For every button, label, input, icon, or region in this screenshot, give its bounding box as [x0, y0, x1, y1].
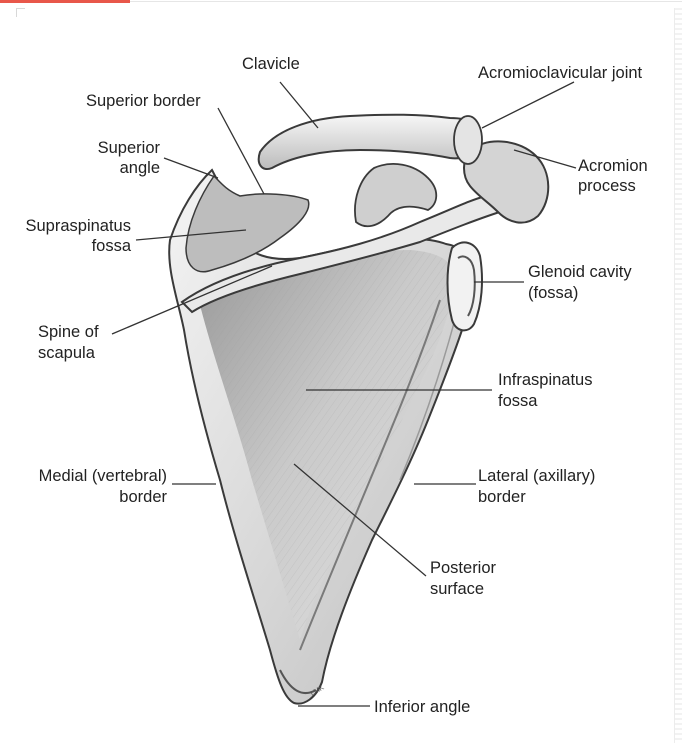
label-acromion-line1: Acromion: [578, 157, 648, 175]
fossa-hatching: [200, 250, 455, 640]
right-edge-strip: [674, 8, 682, 743]
label-supraspinatus-line1: Supraspinatus: [25, 217, 132, 235]
label-inferior-angle: Inferior angle: [374, 698, 471, 716]
inferior-angle-edge: [279, 669, 317, 695]
label-acromioclavicular-joint: Acromioclavicular joint: [478, 64, 643, 82]
label-acromion-line2: process: [578, 177, 636, 195]
label-glenoid-line2: (fossa): [528, 284, 579, 302]
glenoid-shape: [446, 241, 483, 332]
clavicle-shape: [257, 113, 480, 170]
top-rule: [130, 1, 682, 2]
label-medial-line1: Medial (vertebral): [38, 467, 167, 485]
coracoid-process: [354, 163, 438, 228]
leader-posterior: [293, 463, 427, 577]
label-clavicle: Clavicle: [242, 55, 300, 73]
label-infraspinatus-line1: Infraspinatus: [498, 371, 593, 389]
label-medial-line2: border: [119, 488, 167, 506]
label-superior-angle-line1: Superior: [97, 139, 160, 157]
leader-lines: [111, 81, 577, 707]
supraspinatus-fossa-shape: [185, 174, 310, 273]
leader-spine: [111, 265, 273, 335]
label-supraspinatus-line2: fossa: [91, 237, 131, 255]
leader-ac-joint: [481, 81, 575, 129]
ac-joint-shape: [453, 115, 483, 165]
label-posterior-line2: surface: [430, 580, 485, 598]
acromion-shape: [463, 140, 550, 224]
leader-supraspinatus: [135, 229, 247, 241]
label-infraspinatus-line2: fossa: [498, 392, 538, 410]
label-superior-border: Superior border: [86, 92, 201, 110]
label-spine-line1: Spine of: [38, 323, 99, 341]
top-accent-bar: [0, 0, 130, 3]
label-lateral-line1: Lateral (axillary): [478, 467, 596, 485]
label-spine-line2: scapula: [38, 344, 95, 362]
leader-clavicle: [279, 81, 319, 129]
corner-mark: [16, 8, 25, 17]
label-glenoid-line1: Glenoid cavity: [528, 263, 632, 281]
label-lateral-line2: border: [478, 488, 526, 506]
label-posterior-line1: Posterior: [430, 559, 497, 577]
leader-superior-angle: [163, 157, 219, 179]
glenoid-rim: [457, 255, 476, 317]
label-superior-angle-line2: angle: [119, 159, 160, 177]
leader-acromion: [513, 149, 577, 169]
lateral-ridge-line: [299, 299, 441, 651]
leader-superior-border: [217, 107, 265, 195]
